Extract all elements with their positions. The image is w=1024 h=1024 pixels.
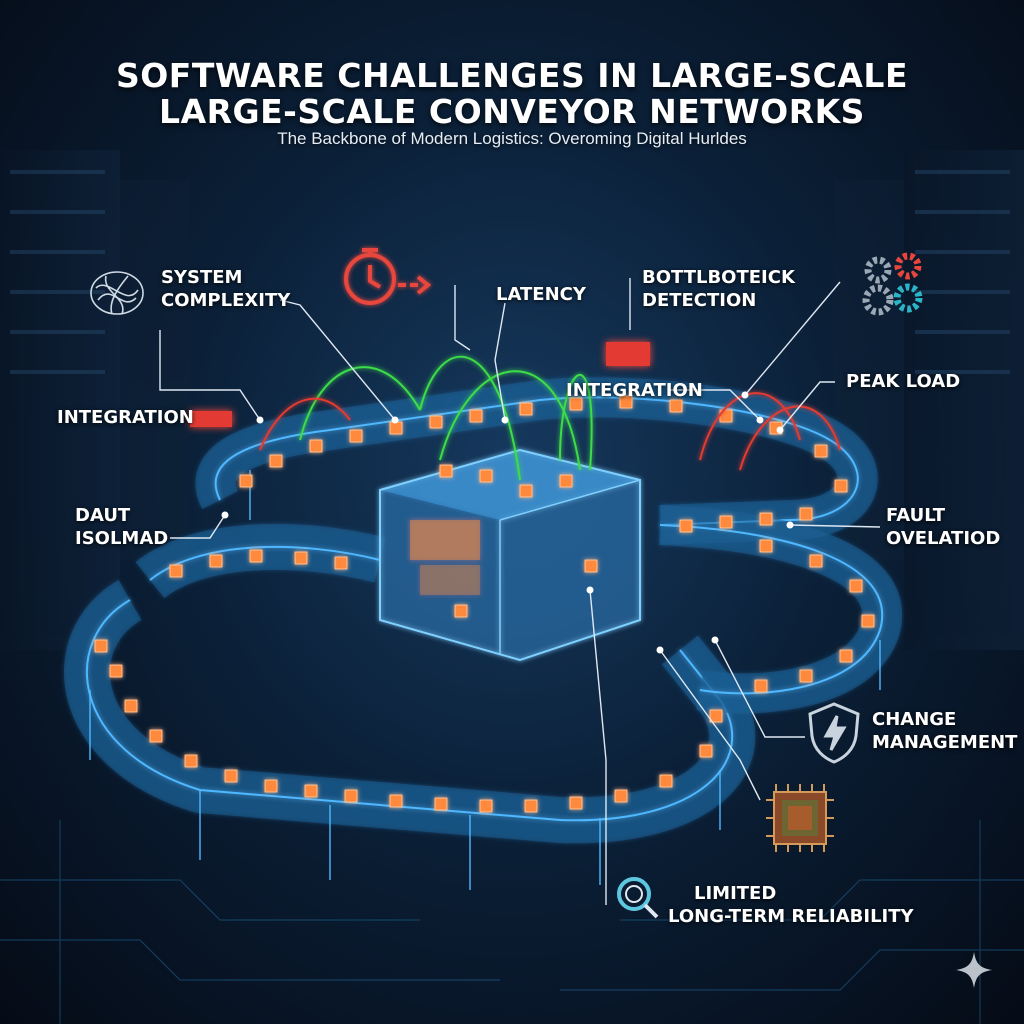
callout-dots [221,391,794,654]
label-system-complexity: SYSTEM COMPLEXITY [161,267,291,311]
microchip-icon [762,780,838,860]
alert-arcs [259,392,841,471]
main-title-line1: SOFTWARE CHALLENGES IN LARGE-SCALE [115,56,909,95]
circuit-floor [0,820,1024,1024]
label-integration-center: INTEGRATION [566,380,703,401]
bottleneck-indicator-bar [606,342,650,366]
label-change-management: CHANGE MANAGEMENT [872,709,1018,753]
stopwatch-icon [340,243,440,313]
packages [94,395,875,813]
main-title-line2: LARGE-SCALE CONVEYOR NETWORKS [159,92,865,131]
label-daut-isolmad: DAUT ISOLMAD [75,505,169,549]
central-sorter-machine [379,448,641,662]
conveyor-supports [89,470,881,890]
server-racks [0,150,1024,650]
conveyor-top-loop [195,377,903,714]
shield-bolt-icon [804,700,864,768]
callout-lines [159,278,881,905]
sparkle-icon [954,950,994,994]
brain-network-icon [88,268,146,322]
subtitle: The Backbone of Modern Logistics: Overom… [277,129,747,148]
label-integration-left: INTEGRATION [57,407,194,428]
label-bottleneck-detection: BOTTLBOTEICK DETECTION [642,267,795,311]
integration-indicator-bar [190,411,232,427]
label-limited-reliability: LIMITED LONG-TERM RELIABILITY [668,883,914,927]
magnifier-icon [612,872,662,926]
label-fault: FAULT OVELATIOD [886,505,1001,549]
gears-icon [858,250,930,328]
label-latency: LATENCY [496,284,586,305]
label-peak-load: PEAK LOAD [846,371,961,392]
